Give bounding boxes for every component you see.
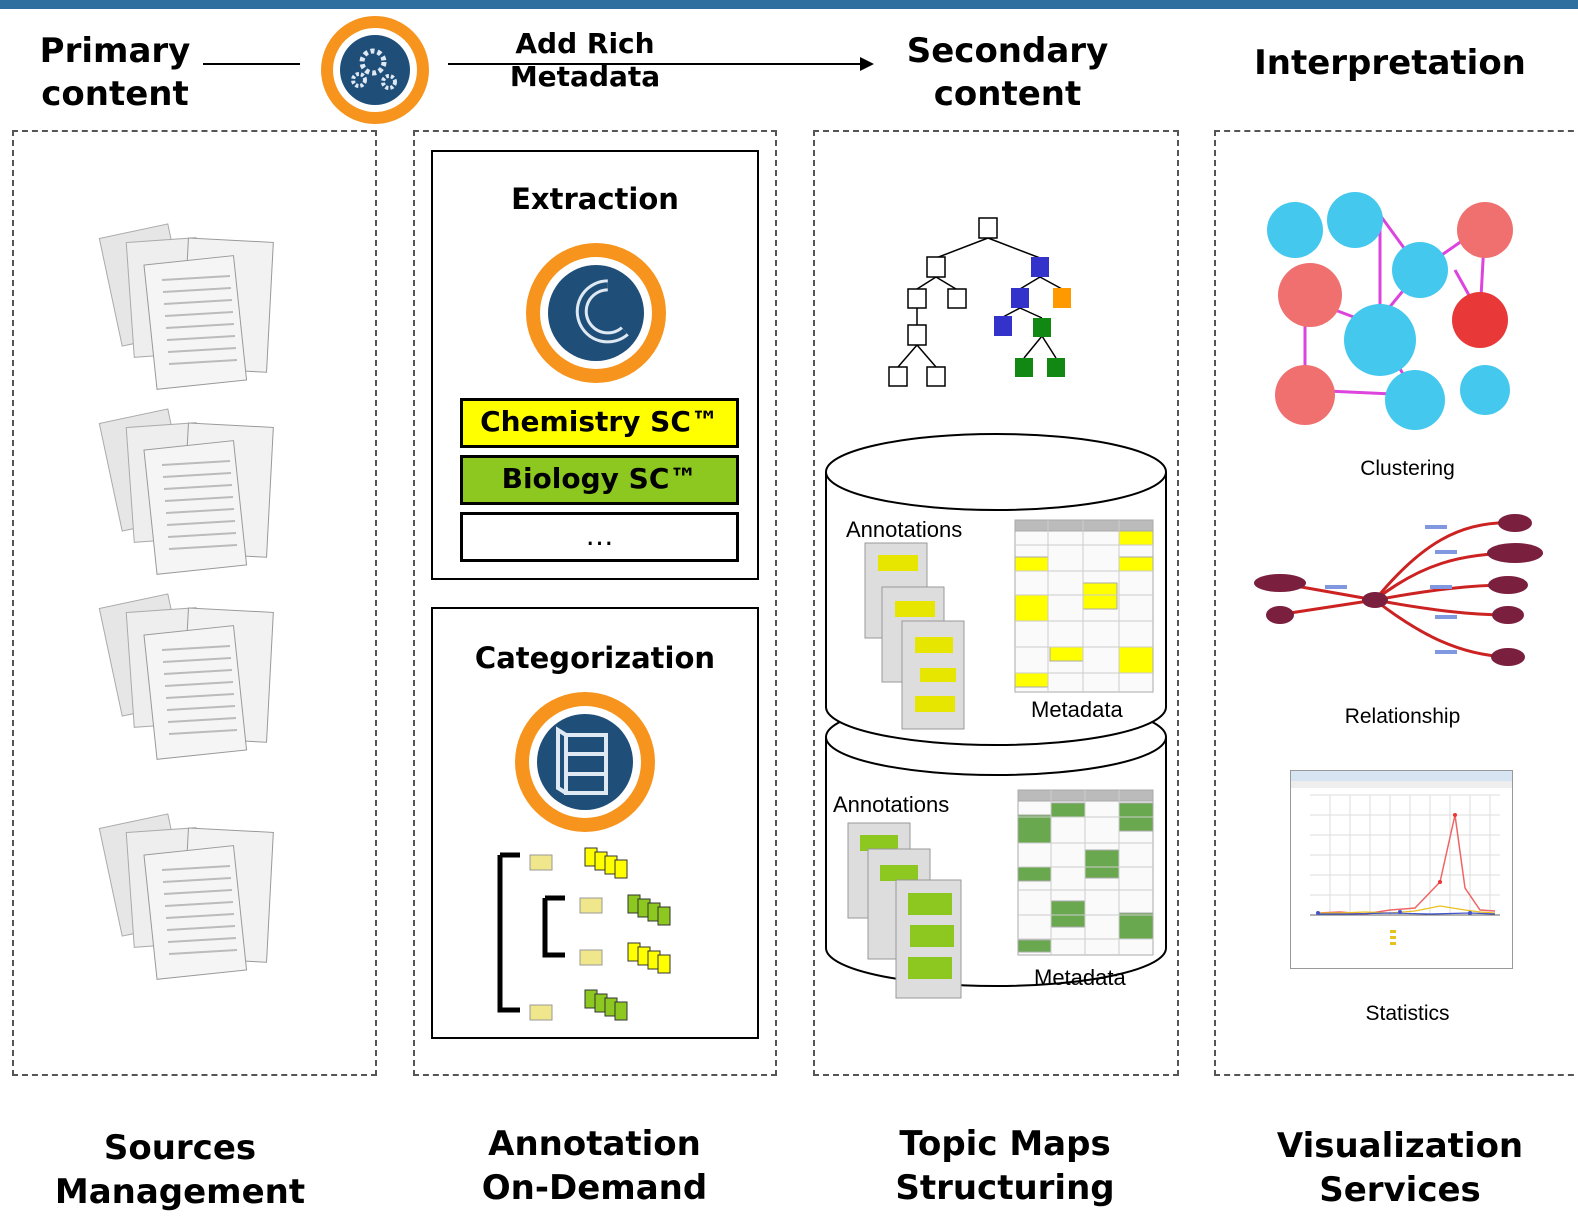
document-cluster-icon (584, 847, 671, 1021)
primary-content-line2: content (41, 74, 189, 114)
annotation-line2: On-Demand (481, 1168, 708, 1208)
sources-line1: Sources (103, 1128, 257, 1168)
document-stack-icon (98, 223, 274, 390)
sources-column (12, 130, 377, 1076)
document-stacks (98, 223, 275, 981)
relationship-label: Relationship (1344, 705, 1461, 728)
primary-content-line1: Primary (39, 31, 191, 71)
annotation-on-demand-label: Annotation On-Demand (452, 1122, 737, 1210)
interpretation-label: Interpretation (1254, 43, 1526, 83)
metadata-table-yellow (1014, 519, 1154, 693)
categorization-title: Categorization (474, 641, 716, 675)
folder-icon (529, 854, 603, 1021)
topic-maps-column (813, 130, 1179, 1076)
visualization-line2: Services (1319, 1170, 1481, 1210)
chemistry-module: Chemistry SC™ (460, 398, 739, 448)
sources-management-label: Sources Management (40, 1126, 320, 1214)
metadata-label-bottom: Metadata (1034, 965, 1126, 990)
magnet-icon (526, 243, 666, 383)
secondary-content-line2: content (933, 74, 1082, 114)
database-cylinders (825, 433, 1167, 999)
annotations-label-bottom: Annotations (833, 792, 950, 817)
gears-icon (321, 16, 429, 124)
annotated-docs-yellow (864, 542, 965, 730)
clustering-graph (1267, 192, 1513, 430)
add-metadata-line1: Add Rich (515, 27, 655, 60)
cabinet-icon (515, 692, 655, 832)
visualization-services-label: Visualization Services (1255, 1124, 1545, 1212)
primary-content-label: Primary content (20, 30, 210, 116)
metadata-table-green (1017, 789, 1154, 956)
category-tree (497, 847, 671, 1021)
statistics-label: Statistics (1365, 1002, 1450, 1025)
secondary-content-label: Secondary content (895, 30, 1120, 116)
extraction-title: Extraction (511, 182, 679, 216)
secondary-content-line1: Secondary (906, 31, 1109, 71)
header-connector (203, 16, 874, 124)
topic-line2: Structuring (895, 1168, 1115, 1208)
add-metadata-label: Add Rich Metadata (480, 27, 690, 93)
topic-tree (888, 217, 1071, 387)
topic-line1: Topic Maps (899, 1124, 1111, 1164)
metadata-label-top: Metadata (1031, 697, 1123, 722)
more-modules: … (460, 512, 739, 562)
annotation-line1: Annotation (488, 1124, 701, 1164)
top-bar (0, 0, 1578, 9)
annotated-docs-green (847, 822, 962, 999)
biology-module: Biology SC™ (460, 455, 739, 505)
statistics-chart (1290, 770, 1513, 969)
topic-maps-structuring-label: Topic Maps Structuring (865, 1122, 1145, 1210)
visualization-column (1214, 130, 1578, 1076)
sources-line2: Management (54, 1172, 306, 1212)
annotations-label-top: Annotations (846, 517, 963, 542)
relationship-graph (1254, 514, 1543, 666)
visualization-line1: Visualization (1276, 1126, 1524, 1166)
clustering-label: Clustering (1360, 457, 1455, 480)
annotation-column (413, 130, 777, 1076)
add-metadata-line2: Metadata (509, 60, 661, 93)
